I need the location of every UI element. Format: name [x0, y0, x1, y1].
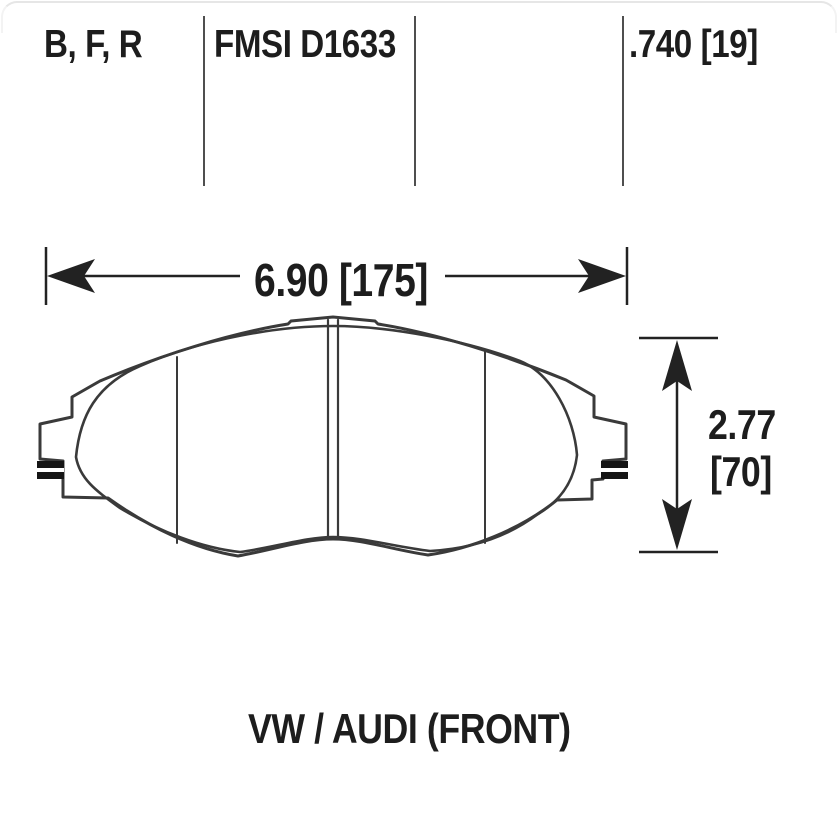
height-dimension-metric: [70] [710, 448, 772, 495]
brake-pad-friction-surface [74, 324, 579, 554]
width-dimension [44, 247, 629, 305]
brake-pad-backplate-outline [38, 315, 628, 558]
height-dimension-value: 2.77 [708, 401, 776, 448]
wear-clip-right-stripe [601, 468, 628, 472]
height-dimension [639, 336, 718, 554]
spec-fmsi-label: FMSI D1633 [214, 23, 396, 66]
width-dimension-label: 6.90 [175] [254, 254, 428, 306]
wear-clips [37, 461, 628, 479]
height-dim-top-arrowhead [662, 340, 692, 391]
width-dim-left-arrowhead [47, 259, 95, 293]
width-dim-right-arrowhead [578, 259, 626, 293]
spec-thickness-label: .740 [19] [629, 23, 758, 66]
caption-label: VW / AUDI (FRONT) [248, 705, 571, 752]
wear-clip-left-stripe [37, 468, 64, 472]
spec-edge-codes-label: B, F, R [44, 23, 143, 66]
height-dim-bottom-arrowhead [662, 499, 692, 550]
